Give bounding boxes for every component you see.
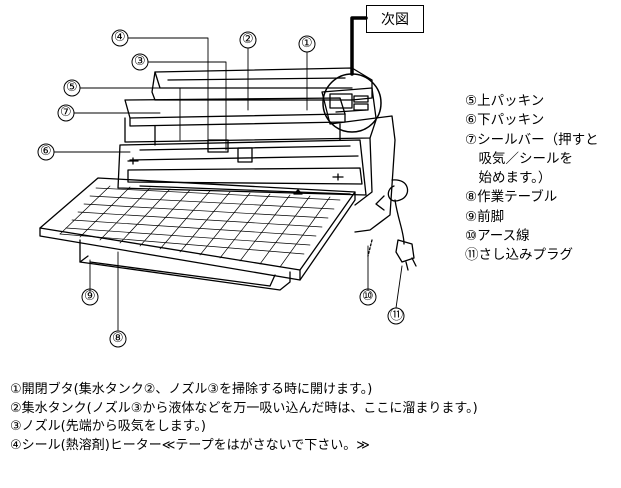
legend-item: ⑩アース線 xyxy=(465,228,530,245)
callout-10: ⑩ xyxy=(362,289,374,304)
note-line: ①開閉ブタ(集水タンク②、ノズル③を掃除する時に開けます。) xyxy=(10,382,373,397)
callout-11: ⑪ xyxy=(390,308,404,323)
legend-item: ⑨前脚 xyxy=(465,208,505,225)
legend-item: ⑪さし込みプラグ xyxy=(465,247,573,264)
control-panel xyxy=(321,87,377,125)
zoom-leader xyxy=(350,16,368,76)
callout-8: ⑧ xyxy=(112,331,124,346)
note-line: ③ノズル(先端から吸気をします。) xyxy=(10,419,206,434)
callout-7: ⑦ xyxy=(60,105,72,120)
callout-2: ② xyxy=(242,32,254,47)
next-figure-box: 次図 xyxy=(366,5,424,33)
front-leg xyxy=(79,239,291,291)
callout-1-top: ① xyxy=(301,36,313,51)
machine-body xyxy=(117,115,396,233)
callout-6: ⑥ xyxy=(40,144,52,159)
callout-9: ⑨ xyxy=(84,289,96,304)
legend-item: 吸気／シールを xyxy=(465,150,573,167)
parts-notes: ①開閉ブタ(集水タンク②、ノズル③を掃除する時に開けます。) ②集水タンク(ノズ… xyxy=(10,381,478,455)
legend-item: ⑧作業テーブル xyxy=(465,189,558,206)
callout-3: ③ xyxy=(134,54,146,69)
note-line: ②集水タンク(ノズル③から液体などを万一吸い込んだ時は、ここに溜まります。) xyxy=(10,400,478,416)
parts-legend: ⑤上パッキン ⑥下パッキン ⑦シールバー（押すと 吸気／シールを 始めます。） … xyxy=(465,92,599,266)
next-figure-label: 次図 xyxy=(381,12,409,28)
callout-5: ⑤ xyxy=(66,80,78,95)
lid-outline xyxy=(124,67,373,127)
legend-item: 始めます。） xyxy=(465,170,552,187)
legend-item: ⑥下パッキン xyxy=(465,112,545,129)
callout-circles xyxy=(37,29,405,348)
legend-item: ⑦シールバー（押すと xyxy=(465,131,599,148)
leader-lines xyxy=(53,37,403,331)
power-cord xyxy=(367,179,417,271)
note-line: ④シール(熱溶剤)ヒーター≪テープをはがさないで下さい。≫ xyxy=(10,437,370,453)
legend-item: ⑤上パッキン xyxy=(465,93,545,109)
work-table xyxy=(39,177,356,281)
callout-4: ④ xyxy=(114,30,126,45)
